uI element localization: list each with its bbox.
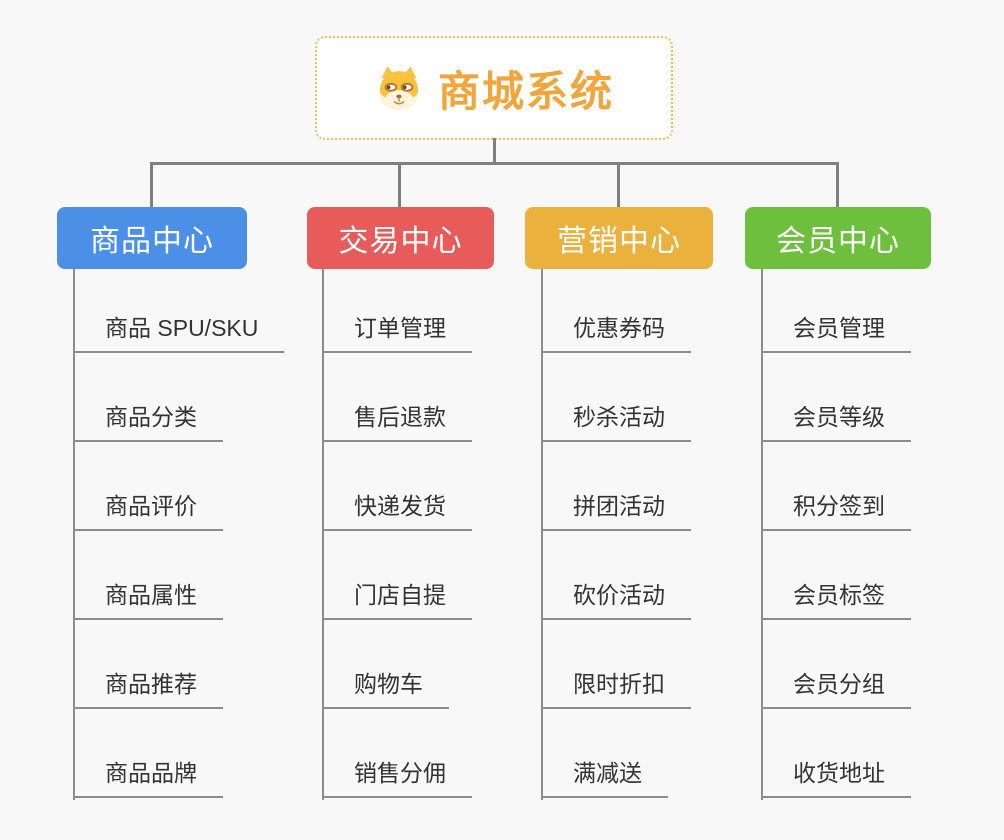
child-topic[interactable]: 收货地址 — [761, 752, 911, 798]
child-topic[interactable]: 商品评价 — [73, 485, 223, 531]
branch-label: 商品中心 — [90, 225, 214, 258]
branch-label: 营销中心 — [557, 225, 681, 258]
branch-trade-center[interactable]: 交易中心 — [307, 207, 494, 269]
root-topic[interactable]: 商城系统 — [315, 36, 673, 140]
branch-children-trade: 订单管理 售后退款 快递发货 门店自提 购物车 销售分佣 — [322, 269, 567, 804]
branch-vertical-line — [541, 269, 543, 800]
child-topic[interactable]: 快递发货 — [322, 485, 472, 531]
child-topic[interactable]: 秒杀活动 — [541, 396, 691, 442]
child-topic[interactable]: 会员管理 — [761, 307, 911, 353]
connector-drop-product — [150, 162, 153, 208]
child-topic[interactable]: 商品 SPU/SKU — [73, 307, 285, 353]
child-topic[interactable]: 商品属性 — [73, 574, 223, 620]
child-topic[interactable]: 砍价活动 — [541, 574, 691, 620]
connector-drop-marketing — [617, 162, 620, 208]
child-topic[interactable]: 会员等级 — [761, 396, 911, 442]
child-topic[interactable]: 销售分佣 — [322, 752, 472, 798]
root-topic-label: 商城系统 — [437, 67, 614, 115]
branch-label: 会员中心 — [776, 225, 900, 258]
branch-label: 交易中心 — [338, 225, 463, 258]
child-topic[interactable]: 积分签到 — [761, 485, 911, 531]
child-topic[interactable]: 会员分组 — [761, 663, 911, 709]
child-topic[interactable]: 限时折扣 — [541, 663, 691, 709]
child-topic[interactable]: 会员标签 — [761, 574, 911, 620]
child-topic[interactable]: 售后退款 — [322, 396, 472, 442]
branch-product-center[interactable]: 商品中心 — [57, 207, 247, 269]
child-topic[interactable]: 拼团活动 — [541, 485, 691, 531]
connector-root-stem — [493, 138, 496, 164]
branch-children-marketing: 优惠券码 秒杀活动 拼团活动 砍价活动 限时折扣 满减送 — [541, 269, 786, 804]
child-topic[interactable]: 满减送 — [541, 752, 668, 798]
connector-trunk — [150, 162, 838, 165]
branch-marketing-center[interactable]: 营销中心 — [525, 207, 713, 269]
connector-drop-trade — [398, 162, 401, 208]
branch-vertical-line — [761, 269, 763, 800]
connector-drop-member — [836, 162, 839, 208]
branch-children-product: 商品 SPU/SKU 商品分类 商品评价 商品属性 商品推荐 商品品牌 — [73, 269, 318, 804]
child-topic[interactable]: 商品品牌 — [73, 752, 223, 798]
shiba-dog-icon — [379, 66, 419, 111]
child-topic[interactable]: 优惠券码 — [541, 307, 691, 353]
branch-vertical-line — [322, 269, 324, 800]
child-topic[interactable]: 商品分类 — [73, 396, 223, 442]
branch-children-member: 会员管理 会员等级 积分签到 会员标签 会员分组 收货地址 — [761, 269, 1004, 804]
child-topic[interactable]: 购物车 — [322, 663, 449, 709]
child-topic[interactable]: 订单管理 — [322, 307, 472, 353]
branch-member-center[interactable]: 会员中心 — [745, 207, 931, 269]
child-topic[interactable]: 门店自提 — [322, 574, 472, 620]
child-topic[interactable]: 商品推荐 — [73, 663, 223, 709]
branch-vertical-line — [73, 269, 75, 800]
